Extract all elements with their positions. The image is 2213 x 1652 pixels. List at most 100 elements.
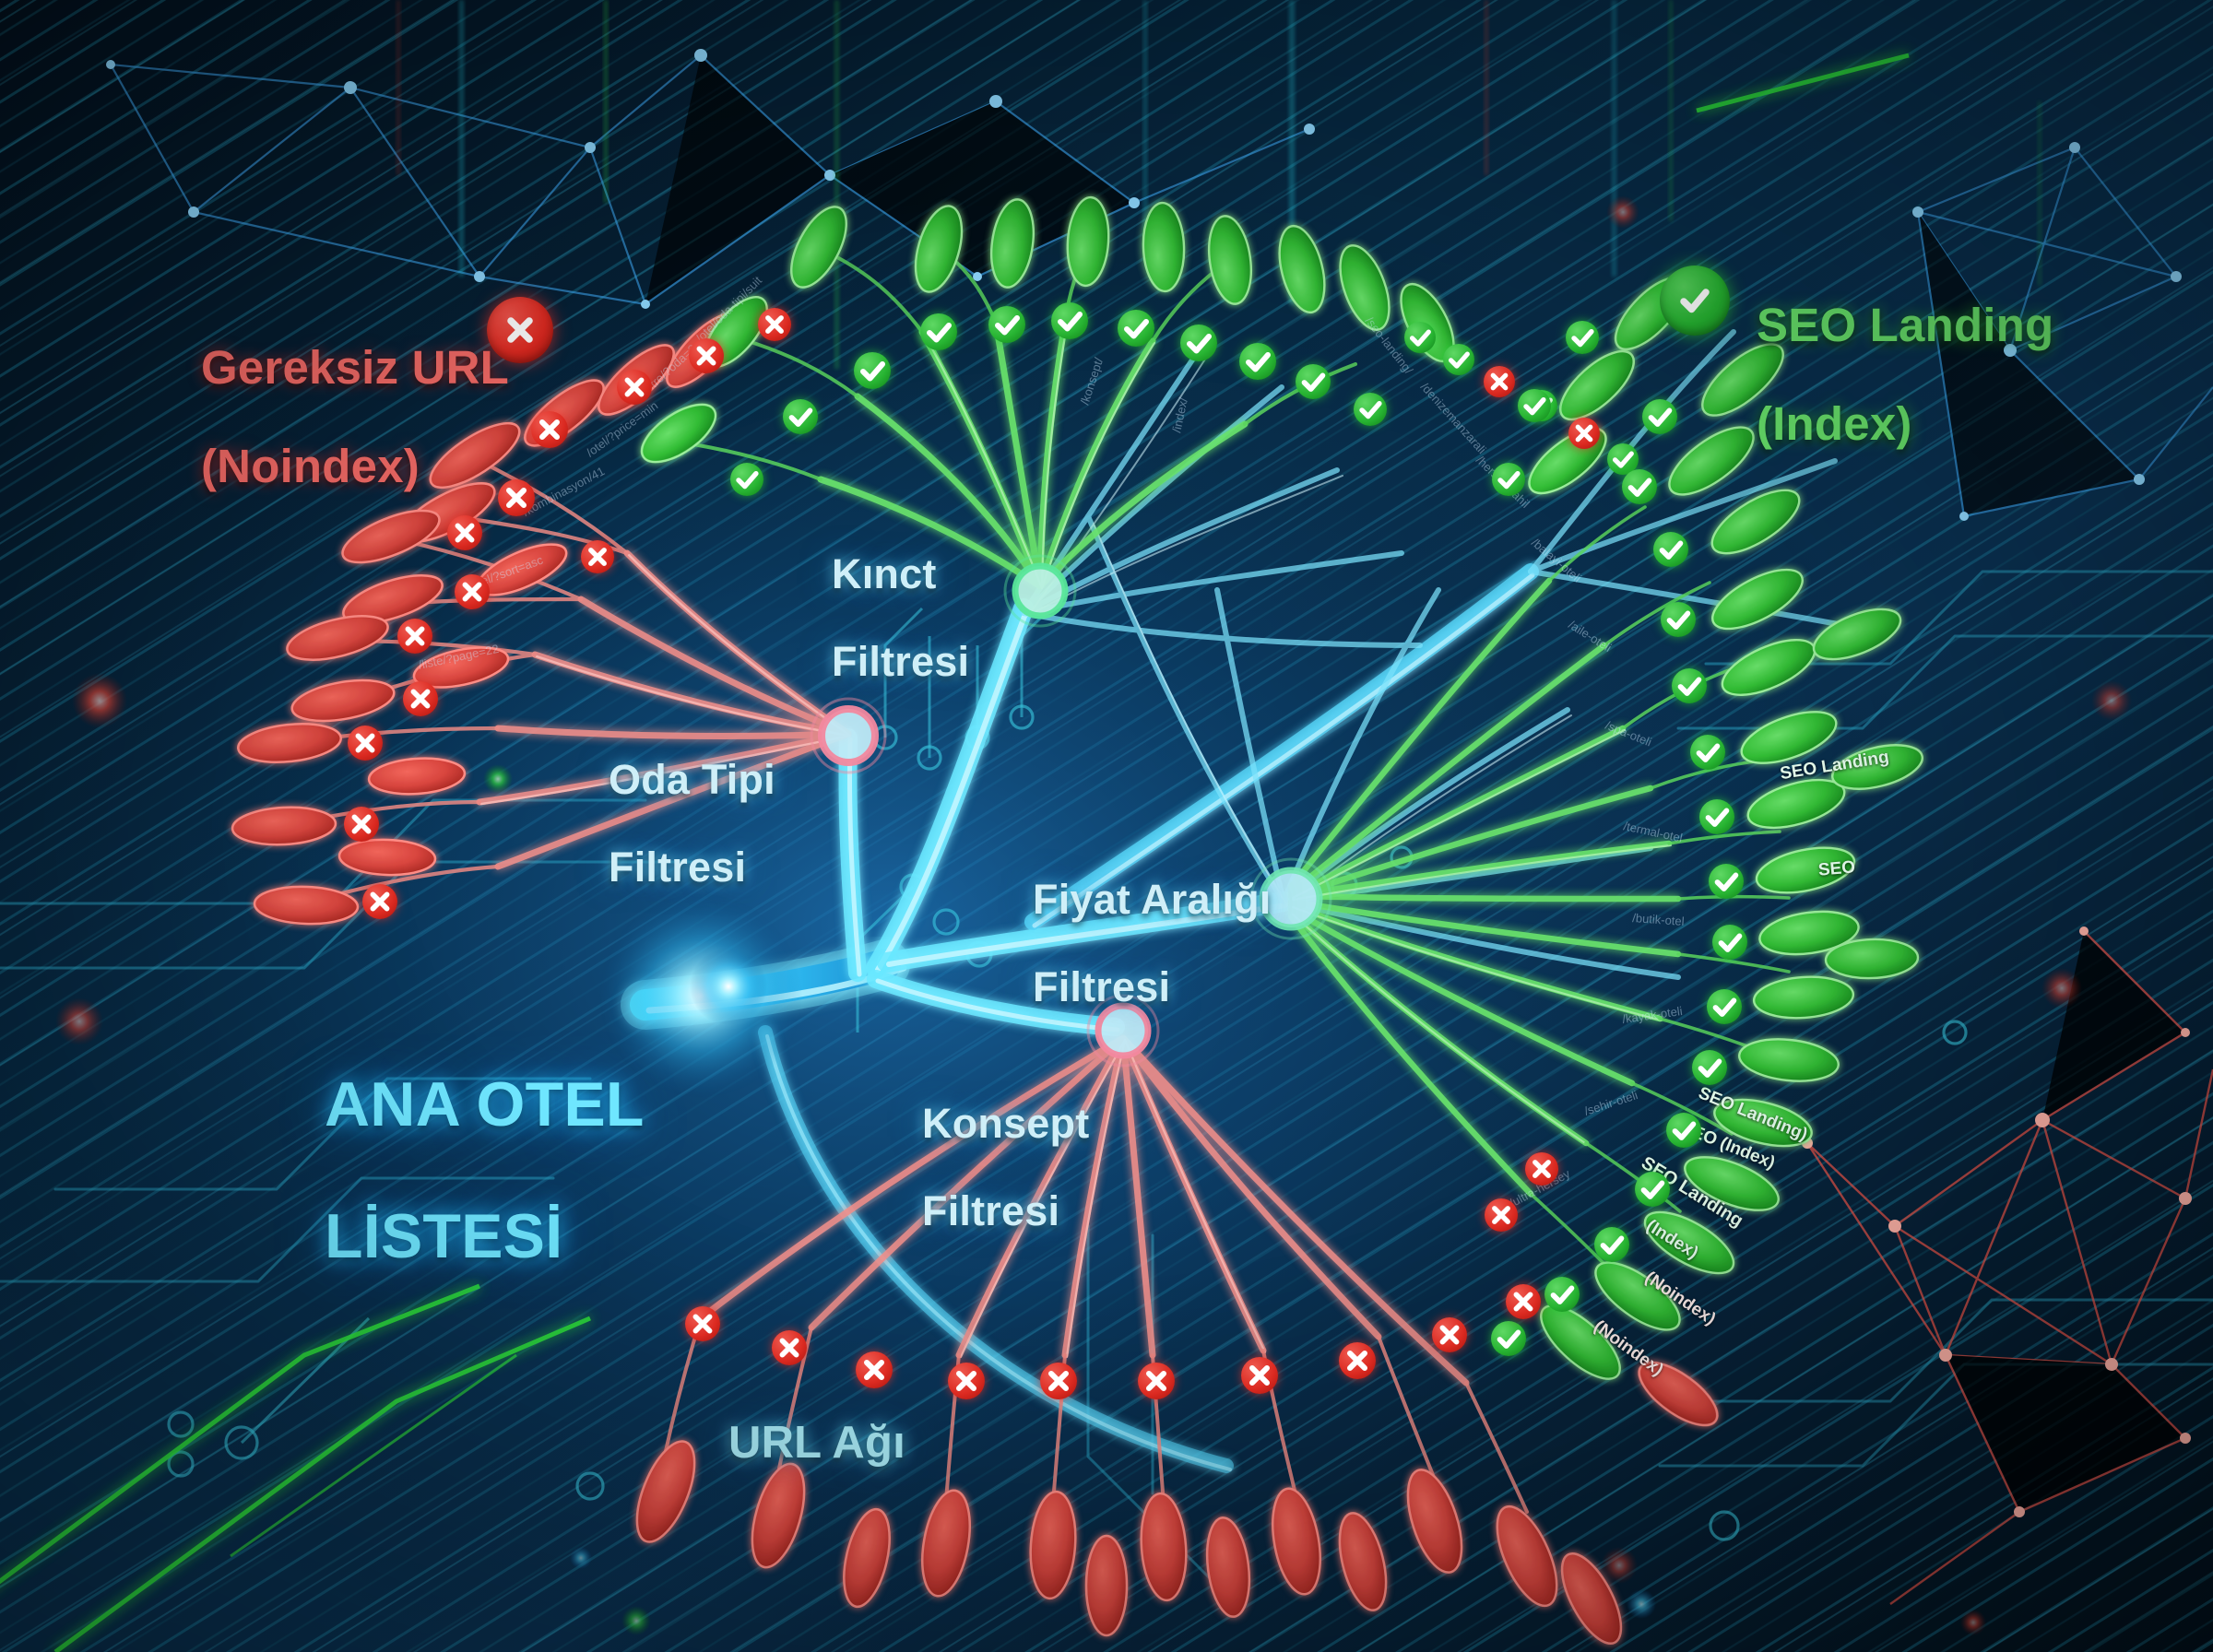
x-mark-icon — [581, 540, 614, 573]
check-mark-icon — [988, 306, 1025, 343]
check-mark-icon — [1690, 735, 1725, 770]
x-mark-icon — [948, 1363, 985, 1399]
x-mark-icon — [1568, 418, 1600, 449]
node-oda-tipi — [810, 697, 887, 774]
x-mark-icon — [1432, 1317, 1467, 1352]
check-mark-icon — [1239, 343, 1276, 380]
svg-text:/sehir-oteli: /sehir-oteli — [1582, 1088, 1639, 1118]
x-mark-icon — [758, 308, 791, 341]
x-mark-icon — [362, 884, 397, 919]
network-label: URL Ağı — [728, 1418, 905, 1468]
check-mark-icon — [1692, 1050, 1727, 1085]
cluster-index-right — [1287, 505, 1791, 1281]
check-mark-icon — [1491, 1321, 1526, 1356]
cluster-index-top-center — [680, 249, 1357, 590]
x-mark-icon — [1241, 1357, 1278, 1394]
legend-noindex: Gereksiz URL (Noindex) — [201, 293, 509, 490]
x-mark-icon — [487, 297, 553, 363]
check-mark-icon — [1709, 864, 1744, 899]
x-mark-icon — [689, 338, 724, 373]
filter-label-konsept: Konsept Filtresi — [922, 1058, 1089, 1233]
check-mark-icon — [1594, 1227, 1629, 1262]
x-mark-icon — [772, 1330, 807, 1365]
check-mark-icon — [1544, 1277, 1580, 1312]
check-mark-icon — [1699, 799, 1734, 834]
cluster-noindex-top-left — [283, 458, 852, 906]
check-mark-icon — [1051, 302, 1088, 339]
x-mark-icon — [344, 807, 379, 842]
filter-konsept-line2: Filtresi — [922, 1186, 1060, 1234]
x-mark-icon — [1484, 366, 1515, 397]
check-mark-icon — [1642, 399, 1677, 434]
node-fiyat-araligi — [1249, 857, 1332, 940]
node-konsept — [1086, 994, 1160, 1068]
x-mark-icon — [685, 1306, 720, 1341]
check-mark-icon — [1180, 324, 1217, 361]
check-mark-icon — [1443, 344, 1474, 375]
check-mark-icon — [1566, 321, 1599, 354]
check-mark-icon — [920, 313, 957, 350]
x-mark-icon — [348, 726, 383, 761]
legend-noindex-subtitle: (Noindex) — [201, 439, 420, 492]
check-mark-icon — [1622, 469, 1657, 504]
check-mark-icon — [1354, 393, 1387, 426]
check-mark-icon — [1712, 925, 1747, 960]
check-mark-icon — [1492, 463, 1525, 496]
filter-fiyat-line2: Filtresi — [1033, 962, 1171, 1010]
check-mark-icon — [1672, 668, 1707, 703]
leaves-noindex-bottom — [635, 1361, 1719, 1646]
check-mark-icon — [1661, 602, 1696, 637]
cluster-noindex-bottom — [664, 1034, 1529, 1514]
page-title-root-node: ANA OTEL LİSTESİ — [325, 1007, 645, 1270]
x-mark-icon — [397, 619, 432, 654]
svg-text:/butik-otel: /butik-otel — [1632, 911, 1685, 928]
filter-kinct-line1: Kınct — [832, 550, 937, 598]
check-mark-icon — [1660, 266, 1730, 336]
filter-oda-tipi-line2: Filtresi — [609, 843, 747, 891]
check-mark-icon — [1118, 310, 1154, 347]
filter-label-fiyat-araligi: Fiyat Aralığı Filtresi — [1033, 834, 1272, 1009]
legend-noindex-title: Gereksiz URL — [201, 340, 510, 394]
check-mark-icon — [1296, 364, 1331, 399]
x-mark-icon — [1485, 1198, 1518, 1232]
x-mark-icon — [1506, 1284, 1541, 1319]
network-mesh-top-left — [110, 54, 1310, 306]
x-mark-icon — [403, 681, 438, 716]
filter-label-kinct: Kınct Filtresi — [832, 509, 969, 683]
legend-index: SEO Landing (Index) — [1757, 251, 2053, 448]
leaves-index-right — [1528, 276, 1923, 1380]
svg-text:/index/: /index/ — [1169, 396, 1190, 434]
check-mark-icon — [730, 463, 763, 496]
svg-text:/aile-oteli: /aile-oteli — [1566, 618, 1614, 655]
filter-label-oda-tipi: Oda Tipi Filtresi — [609, 714, 775, 889]
filter-kinct-line2: Filtresi — [832, 637, 970, 685]
x-mark-icon — [856, 1351, 893, 1388]
x-mark-icon — [1138, 1363, 1175, 1399]
legend-index-subtitle: (Index) — [1757, 396, 1912, 450]
x-mark-icon — [1040, 1363, 1077, 1399]
leaf-label-seo: SEO — [1817, 857, 1856, 880]
check-mark-icon — [1404, 322, 1436, 353]
x-mark-icon — [617, 370, 652, 405]
x-mark-icon — [531, 411, 568, 448]
leaves-index-top-center — [640, 195, 1455, 464]
check-mark-icon — [783, 399, 818, 434]
node-kinct — [1003, 554, 1077, 628]
x-mark-icon — [447, 515, 482, 550]
svg-text:/denizemanzarali: /denizemanzarali — [1418, 380, 1489, 456]
check-mark-icon — [854, 352, 891, 389]
filter-konsept-line1: Konsept — [922, 1100, 1090, 1148]
svg-text:/konsept/: /konsept/ — [1078, 356, 1106, 407]
x-mark-icon — [498, 479, 535, 516]
check-mark-icon — [1666, 1113, 1701, 1148]
filter-oda-tipi-line1: Oda Tipi — [609, 756, 775, 804]
check-mark-icon — [1518, 389, 1551, 422]
check-mark-icon — [1653, 532, 1688, 567]
check-mark-icon — [1707, 989, 1742, 1024]
root-line-1: ANA OTEL — [325, 1069, 645, 1140]
x-mark-icon — [1525, 1152, 1558, 1186]
svg-text:/termal-otel: /termal-otel — [1622, 819, 1684, 844]
